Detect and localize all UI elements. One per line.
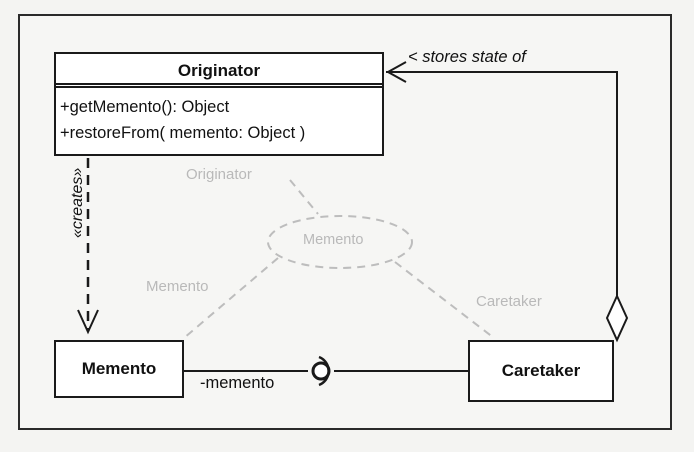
creates-dependency — [77, 158, 99, 335]
stores-state-label: < stores state of — [408, 48, 526, 66]
aggregation-diamond — [605, 293, 629, 343]
originator-class-name: Originator — [56, 54, 382, 88]
caretaker-class[interactable]: Caretaker — [468, 340, 614, 402]
collaboration-role-caretaker: Caretaker — [476, 293, 542, 310]
creates-stereotype-label: «creates» — [69, 167, 86, 238]
stores-state-association — [385, 61, 629, 343]
memento-role-label: -memento — [200, 374, 275, 392]
open-arrowhead — [385, 61, 407, 83]
originator-class[interactable]: Originator +getMemento(): Object +restor… — [54, 52, 384, 156]
memento-class-name: Memento — [81, 359, 157, 378]
role-line-memento — [183, 257, 279, 339]
collaboration-role-memento: Memento — [146, 278, 209, 295]
originator-operations: +getMemento(): Object +restoreFrom( meme… — [56, 88, 382, 146]
memento-interface-link — [184, 355, 468, 387]
memento-class[interactable]: Memento — [54, 340, 184, 398]
collaboration-role-originator: Originator — [186, 166, 252, 183]
collaboration-group — [183, 179, 495, 339]
collaboration-name: Memento — [303, 232, 364, 248]
interface-socket — [318, 355, 330, 387]
caretaker-class-name: Caretaker — [501, 361, 581, 380]
operation-restore-from: +restoreFrom( memento: Object ) — [60, 124, 306, 142]
role-line-caretaker — [394, 261, 495, 339]
role-line-originator — [289, 179, 319, 215]
collaboration-ellipse — [267, 215, 413, 269]
dependency-arrowhead — [77, 309, 99, 335]
operation-get-memento: +getMemento(): Object — [60, 98, 230, 116]
